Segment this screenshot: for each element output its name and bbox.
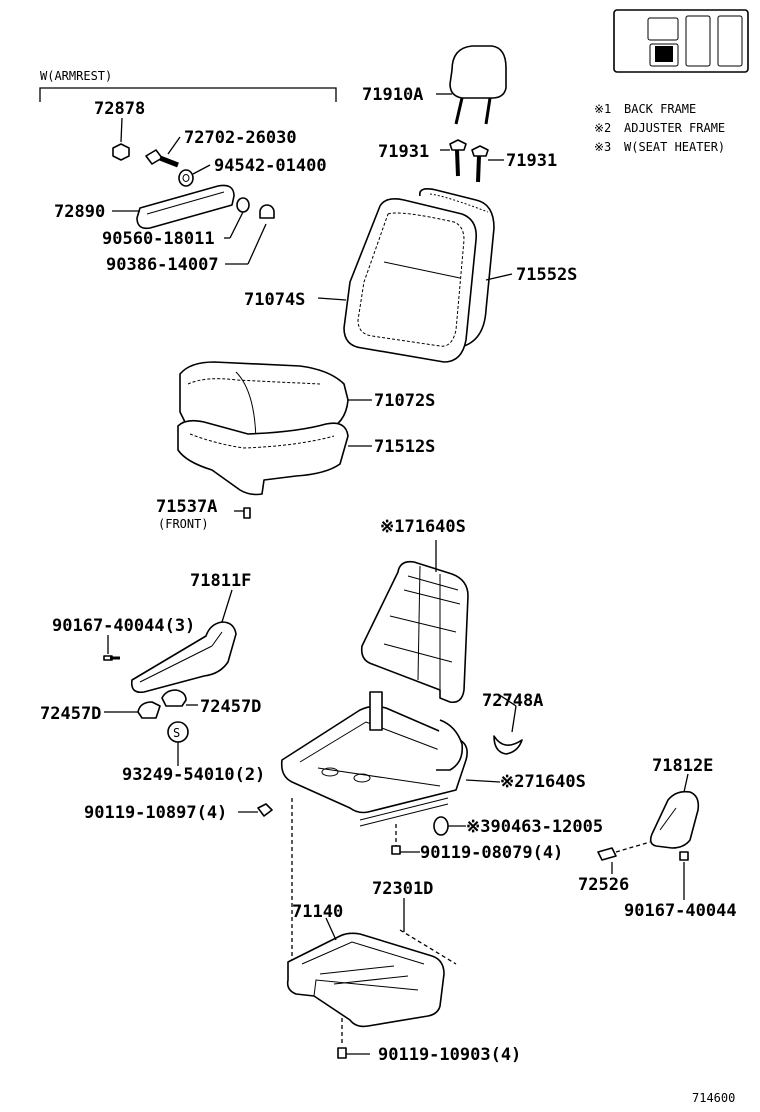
back-frame-71640S[interactable] — [360, 540, 469, 704]
seat-cushion-pad-71512S[interactable] — [177, 419, 372, 496]
bolt-72702[interactable] — [145, 136, 181, 168]
label-71537A-note: (FRONT) — [158, 517, 209, 531]
label-71074S[interactable]: 71074S — [244, 290, 305, 310]
label-90119-10903[interactable]: 90119-10903(4) — [378, 1045, 521, 1065]
screw-90167-3[interactable] — [103, 635, 120, 661]
label-71640S-back[interactable]: ※171640S — [380, 517, 466, 537]
nut-72878[interactable] — [112, 117, 130, 161]
washer-94542[interactable] — [178, 164, 211, 187]
label-71640S-adjuster[interactable]: ※271640S — [500, 772, 586, 792]
bolt-90119-10903[interactable] — [337, 1018, 370, 1059]
label-94542[interactable]: 94542-01400 — [214, 156, 327, 176]
label-93249[interactable]: 93249-54010(2) — [122, 765, 265, 785]
bolt-90119-10897[interactable] — [238, 803, 273, 817]
legend: ※1 BACK FRAME ※2 ADJUSTER FRAME ※3 W(SEA… — [594, 102, 725, 154]
label-90119-08079[interactable]: 90119-08079(4) — [420, 843, 563, 863]
clip-71537A[interactable] — [234, 507, 251, 519]
label-71931-left[interactable]: 71931 — [378, 142, 429, 162]
s-marker: S — [167, 721, 189, 766]
label-71811F[interactable]: 71811F — [190, 571, 251, 591]
label-71931-right[interactable]: 71931 — [506, 151, 557, 171]
headrest-guides-71931[interactable] — [440, 139, 504, 183]
knob-72457D-right[interactable] — [161, 689, 198, 707]
label-71552S[interactable]: 71552S — [516, 265, 577, 285]
legend-text-1: BACK FRAME — [624, 102, 696, 116]
label-72457D-right[interactable]: 72457D — [200, 697, 261, 717]
side-shield-71811F[interactable] — [130, 589, 237, 694]
label-90560[interactable]: 90560-18011 — [102, 229, 215, 249]
label-71537A[interactable]: 71537A — [156, 497, 217, 517]
armrest-72890[interactable] — [112, 184, 235, 230]
diagram-code: 714600 — [692, 1091, 735, 1105]
bolt-90119-08079[interactable] — [391, 824, 420, 855]
seat-shield-71812E[interactable] — [649, 773, 700, 849]
label-71072S[interactable]: 71072S — [374, 391, 435, 411]
label-71140[interactable]: 71140 — [292, 902, 343, 922]
seat-back-cover-71074S[interactable] — [317, 198, 478, 363]
label-71512S[interactable]: 71512S — [374, 437, 435, 457]
label-71910A[interactable]: 71910A — [362, 85, 423, 105]
s-marker-text: S — [173, 726, 180, 740]
label-90167-3[interactable]: 90167-40044(3) — [52, 616, 195, 636]
legend-text-2: ADJUSTER FRAME — [624, 121, 725, 135]
label-72526[interactable]: 72526 — [578, 875, 629, 895]
part-390463[interactable] — [433, 816, 466, 836]
label-90386[interactable]: 90386-14007 — [106, 255, 219, 275]
cap-90386[interactable] — [247, 204, 275, 265]
bolt-72301D[interactable] — [399, 898, 457, 965]
armrest-group: W(ARMREST) — [39, 69, 337, 265]
label-90167-single[interactable]: 90167-40044 — [624, 901, 737, 921]
legend-mark-2: ※2 — [594, 121, 611, 135]
label-390463[interactable]: ※390463-12005 — [466, 817, 603, 837]
label-90119-10897[interactable]: 90119-10897(4) — [84, 803, 227, 823]
label-72878[interactable]: 72878 — [94, 99, 145, 119]
label-72457D-left[interactable]: 72457D — [40, 704, 101, 724]
armrest-group-label: W(ARMREST) — [40, 69, 112, 83]
label-72890[interactable]: 72890 — [54, 202, 105, 222]
knob-72526[interactable] — [597, 841, 651, 874]
legend-mark-1: ※1 — [594, 102, 611, 116]
screw-90167-single[interactable] — [679, 851, 689, 900]
label-72301D[interactable]: 72301D — [372, 879, 433, 899]
knob-72457D-left[interactable] — [118, 701, 161, 719]
seat-riser-71140[interactable] — [286, 798, 445, 1028]
label-71812E[interactable]: 71812E — [652, 756, 713, 776]
cap-90560[interactable] — [229, 197, 250, 239]
seat-position-thumbnail — [613, 9, 749, 73]
label-72702[interactable]: 72702-26030 — [184, 128, 297, 148]
cover-72748A[interactable] — [493, 705, 523, 755]
label-72748A[interactable]: 72748A — [482, 691, 543, 711]
legend-text-3: W(SEAT HEATER) — [624, 140, 725, 154]
headrest-71910A[interactable] — [436, 45, 507, 125]
adjuster-frame-71640S[interactable] — [280, 691, 501, 827]
legend-mark-3: ※3 — [594, 140, 611, 154]
